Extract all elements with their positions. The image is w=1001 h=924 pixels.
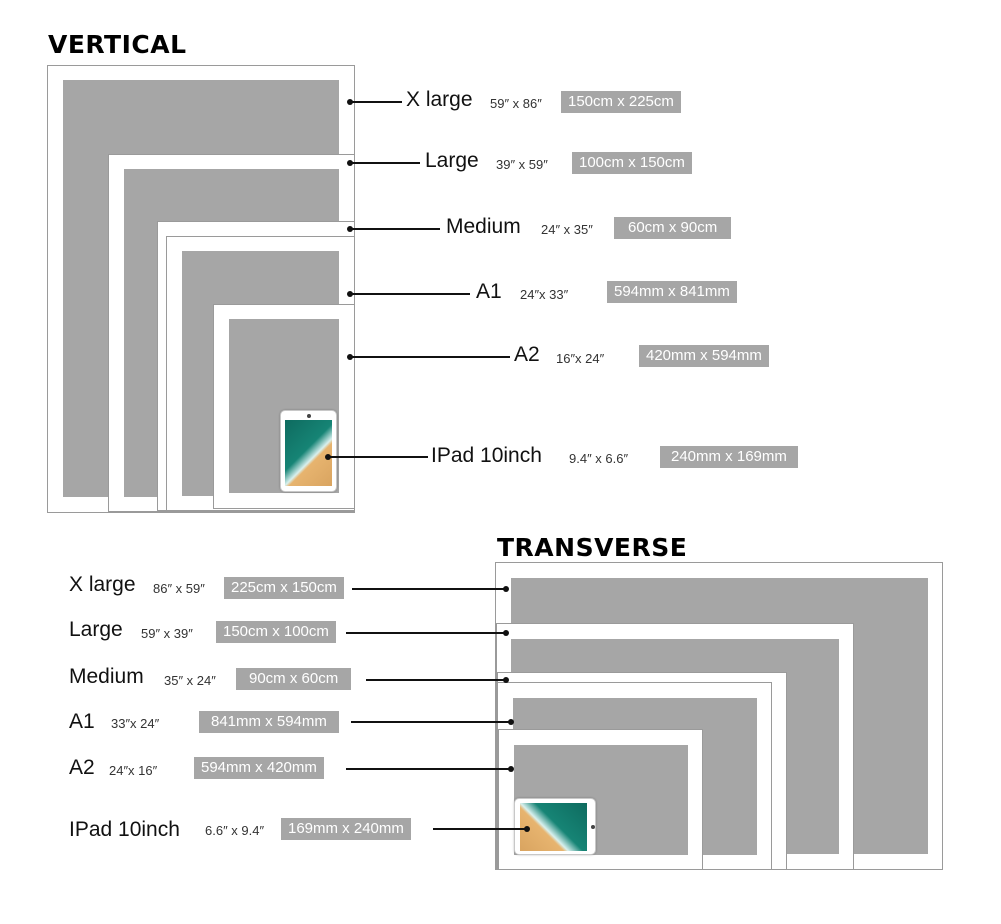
callout-dot [508,766,514,772]
size-inches: 39″ x 59″ [496,157,548,172]
size-metric-badge: 100cm x 150cm [572,152,692,174]
size-name: Large [425,149,479,172]
size-inches: 59″ x 86″ [490,96,542,111]
ipad-screen-beach-image [285,420,332,486]
size-metric-badge: 150cm x 225cm [561,91,681,113]
vertical-ipad [280,410,337,492]
callout-line [433,828,527,830]
size-inches: 33″x 24″ [111,716,160,731]
callout-dot [503,677,509,683]
size-name: A2 [69,756,95,779]
callout-line [350,293,470,295]
callout-line [328,456,428,458]
size-metric-badge: 90cm x 60cm [236,668,352,690]
size-name: Medium [69,665,144,688]
callout-dot [524,826,530,832]
size-name: X large [406,88,473,111]
callout-line [346,632,506,634]
size-inches: 9.4″ x 6.6″ [569,451,629,466]
ipad-camera [307,414,311,418]
size-name: X large [69,573,136,596]
size-metric-badge: 60cm x 90cm [614,217,732,239]
size-metric-badge: 240mm x 169mm [660,446,798,468]
size-inches: 6.6″ x 9.4″ [205,823,265,838]
size-metric-badge: 594mm x 841mm [607,281,737,303]
size-inches: 16″x 24″ [556,351,605,366]
callout-line [352,588,506,590]
size-metric-badge: 594mm x 420mm [194,757,324,779]
vertical-heading: VERTICAL [48,30,187,59]
callout-line [350,356,510,358]
size-inches: 35″ x 24″ [164,673,216,688]
callout-dot [503,630,509,636]
size-inches: 24″x 33″ [520,287,569,302]
size-name: A2 [514,343,540,366]
size-name: IPad 10inch [431,444,542,467]
size-name: A1 [476,280,502,303]
size-metric-badge: 150cm x 100cm [216,621,336,643]
callout-dot [503,586,509,592]
callout-line [346,768,510,770]
size-inches: 24″ x 35″ [541,222,593,237]
size-metric-badge: 225cm x 150cm [224,577,344,599]
size-metric-badge: 420mm x 594mm [639,345,769,367]
size-inches: 59″ x 39″ [141,626,193,641]
callout-line [366,679,506,681]
callout-line [350,162,420,164]
size-inches: 86″ x 59″ [153,581,205,596]
transverse-heading: TRANSVERSE [497,533,688,562]
callout-line [350,228,440,230]
size-name: Large [69,618,123,641]
callout-dot [508,719,514,725]
size-metric-badge: 169mm x 240mm [281,818,411,840]
size-name: Medium [446,215,521,238]
size-name: A1 [69,710,95,733]
callout-line [351,721,511,723]
size-inches: 24″x 16″ [109,763,158,778]
size-name: IPad 10inch [69,818,180,841]
ipad-camera [591,825,595,829]
size-metric-badge: 841mm x 594mm [199,711,339,733]
callout-line [350,101,402,103]
ipad-screen-beach-image [520,803,587,851]
